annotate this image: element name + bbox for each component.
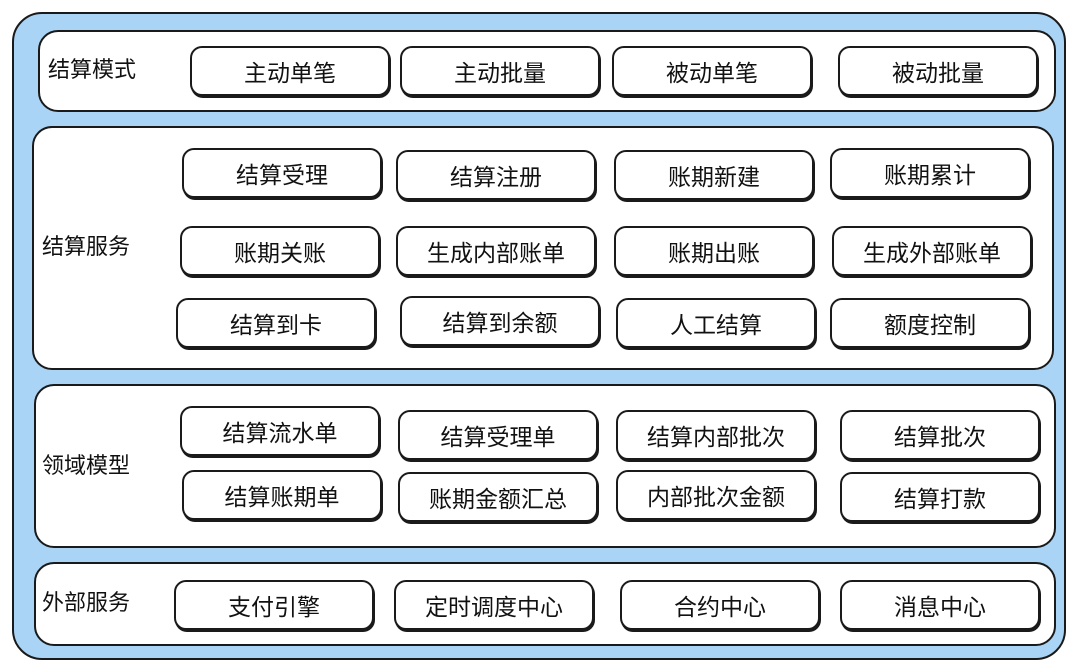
mode-box: 主动批量 bbox=[400, 46, 600, 96]
model-box: 结算受理单 bbox=[398, 410, 598, 460]
mode-box: 主动单笔 bbox=[190, 46, 390, 96]
service-box: 账期关账 bbox=[180, 226, 380, 276]
model-box: 结算内部批次 bbox=[616, 410, 816, 460]
architecture-diagram: 结算模式 主动单笔 主动批量 被动单笔 被动批量 结算服务 结算受理 结算注册 … bbox=[12, 12, 1066, 660]
service-box: 结算到余额 bbox=[400, 296, 600, 346]
service-box: 生成外部账单 bbox=[832, 226, 1032, 276]
mode-box: 被动单笔 bbox=[612, 46, 812, 96]
layer-label: 结算模式 bbox=[48, 58, 137, 83]
layer-label: 领域模型 bbox=[42, 454, 131, 479]
model-box: 结算流水单 bbox=[180, 406, 380, 456]
model-box: 结算打款 bbox=[840, 472, 1040, 522]
external-box: 合约中心 bbox=[620, 580, 820, 630]
layer-label: 结算服务 bbox=[42, 235, 131, 260]
service-box: 结算注册 bbox=[396, 150, 596, 200]
service-box: 账期新建 bbox=[614, 150, 814, 200]
service-box: 结算到卡 bbox=[176, 298, 376, 348]
service-box: 额度控制 bbox=[830, 298, 1030, 348]
service-box: 生成内部账单 bbox=[396, 226, 596, 276]
layer-settlement-mode: 结算模式 主动单笔 主动批量 被动单笔 被动批量 bbox=[38, 30, 1056, 112]
layer-domain-model: 领域模型 结算流水单 结算受理单 结算内部批次 结算批次 结算账期单 账期金额汇… bbox=[34, 384, 1056, 548]
mode-box: 被动批量 bbox=[838, 46, 1038, 96]
service-box: 账期累计 bbox=[830, 148, 1030, 198]
service-box: 账期出账 bbox=[614, 226, 814, 276]
external-box: 支付引擎 bbox=[174, 580, 374, 630]
model-box: 结算批次 bbox=[840, 410, 1040, 460]
external-box: 定时调度中心 bbox=[394, 580, 594, 630]
external-box: 消息中心 bbox=[840, 580, 1040, 630]
model-box: 结算账期单 bbox=[182, 470, 382, 520]
layer-label: 外部服务 bbox=[42, 591, 131, 616]
model-box: 内部批次金额 bbox=[616, 470, 816, 520]
layer-settlement-service: 结算服务 结算受理 结算注册 账期新建 账期累计 账期关账 生成内部账单 账期出… bbox=[32, 126, 1054, 370]
service-box: 结算受理 bbox=[182, 148, 382, 198]
service-box: 人工结算 bbox=[616, 298, 816, 348]
layer-external-service: 外部服务 支付引擎 定时调度中心 合约中心 消息中心 bbox=[34, 562, 1056, 646]
model-box: 账期金额汇总 bbox=[398, 472, 598, 522]
